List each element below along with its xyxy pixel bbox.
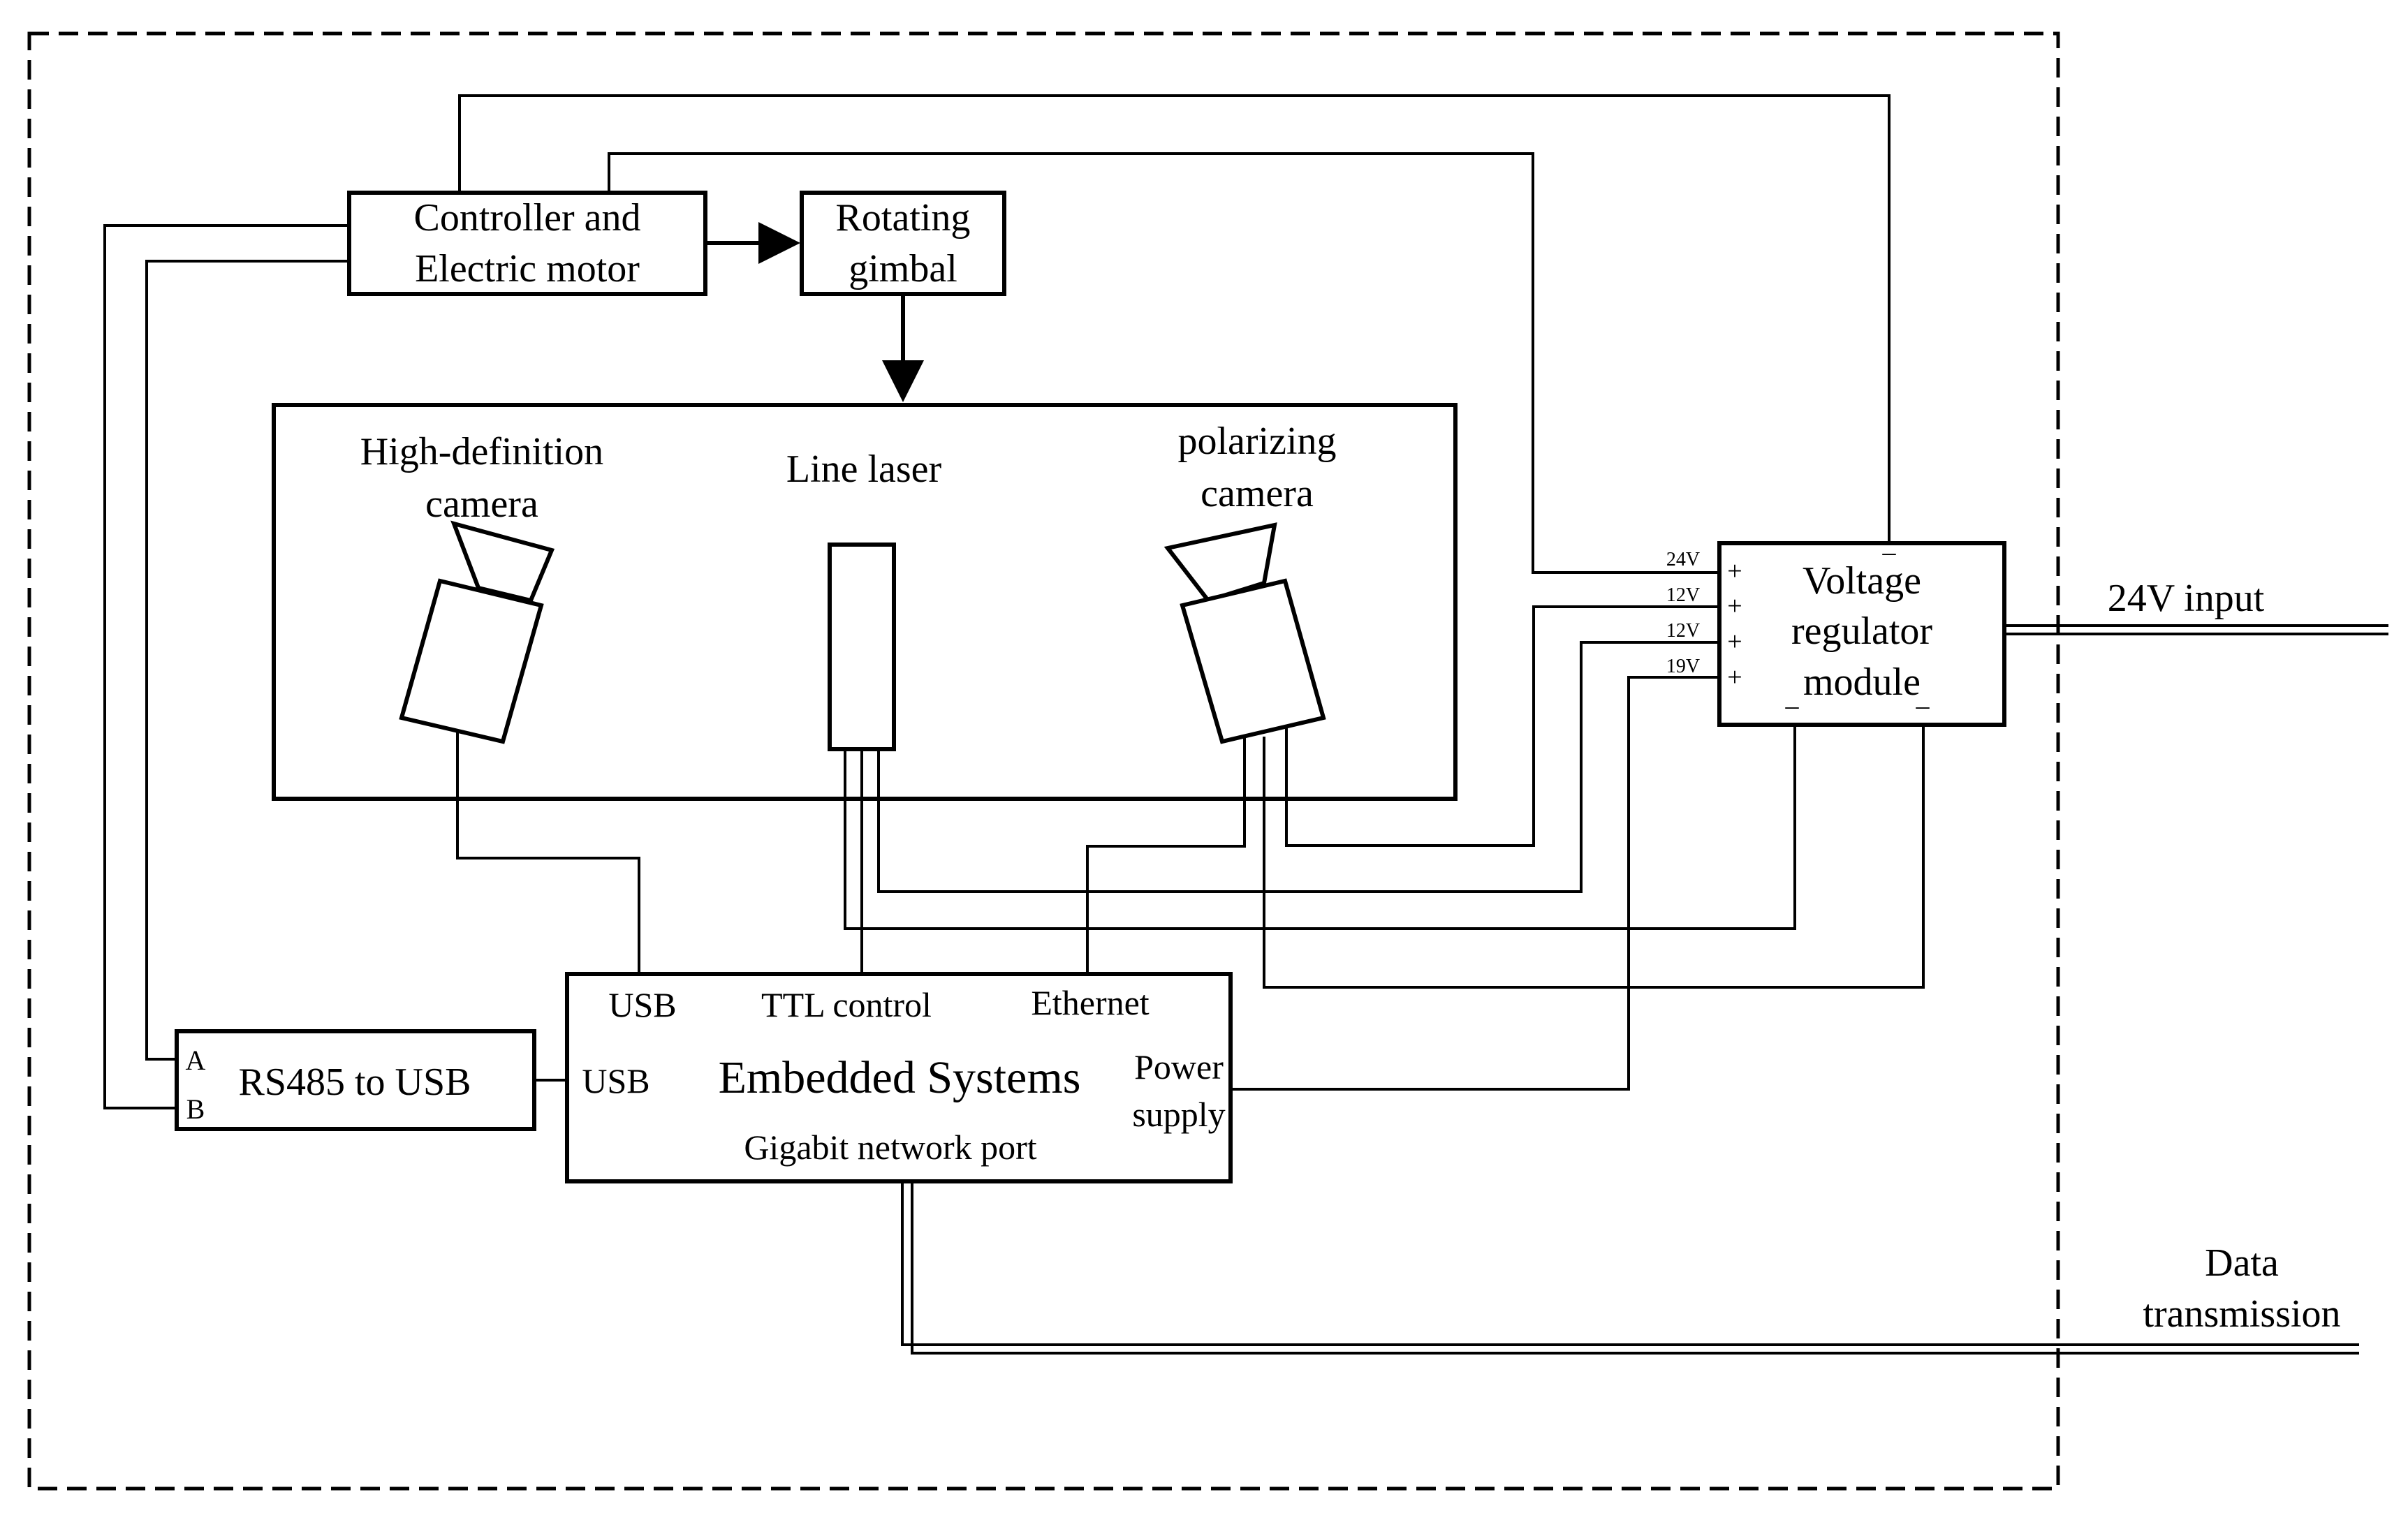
bus-data-transmission-a: [901, 1181, 2359, 1346]
output-sign-1: +: [1727, 556, 1742, 586]
gimbal-label-line2: gimbal: [849, 247, 957, 290]
controller-label-line1: Controller and: [413, 196, 640, 239]
wire-embedded-power-19v: [1231, 676, 1719, 1091]
wire-polarizing-camera-power-12v: [1285, 605, 1719, 847]
regulator-label-line2: regulator: [1791, 610, 1932, 653]
regulator-label-line1: Voltage: [1803, 559, 1921, 603]
controller-label-line2: Electric motor: [415, 247, 640, 290]
hd-camera-label-line2: camera: [425, 482, 538, 526]
embedded-title: Embedded Systems: [719, 1052, 1081, 1103]
output-voltage-19v: 19V: [1666, 656, 1700, 677]
wire-controller-to-rs485-a: [145, 260, 349, 1061]
wire-polarizing-camera-to-ethernet: [1086, 737, 1246, 974]
embedded-port-ttl: TTL control: [761, 985, 932, 1024]
polarizing-camera-label-line2: camera: [1201, 472, 1314, 515]
output-voltage-12v-a: 12V: [1666, 584, 1700, 606]
line-laser: Line laser: [786, 448, 942, 751]
embedded-port-ethernet: Ethernet: [1031, 983, 1149, 1022]
rs485-pin-b: B: [186, 1093, 205, 1125]
polarizing-camera: polarizing camera: [1163, 420, 1337, 744]
hd-camera-body-icon: [399, 578, 544, 744]
regulator-minus-bottom-right: _: [1916, 682, 1930, 711]
rs485-usb-block: A B RS485 to USB: [175, 1029, 536, 1131]
output-voltage-12v-b: 12V: [1666, 620, 1700, 642]
embedded-port-power-line2: supply: [1132, 1095, 1225, 1134]
controller-motor-block: Controller and Electric motor: [347, 191, 707, 296]
data-transmission-label-line2: transmission: [2143, 1292, 2340, 1336]
input-24v-label: 24V input: [2108, 577, 2265, 620]
wire-laser-ground: [844, 725, 1796, 930]
hd-camera-lens-icon: [450, 520, 555, 603]
embedded-port-usb-left: USB: [582, 1061, 649, 1100]
line-laser-icon: [828, 543, 896, 751]
line-laser-label: Line laser: [786, 448, 942, 491]
wire-laser-power-12v: [877, 641, 1719, 893]
wire-hd-camera-to-usb: [456, 730, 640, 974]
rs485-label: RS485 to USB: [239, 1061, 471, 1104]
wire-24v-to-controller: [608, 152, 1719, 574]
embedded-port-usb-top: USB: [608, 985, 676, 1024]
hd-camera-label-line1: High-definition: [360, 430, 603, 473]
wire-controller-to-rs485-b: [103, 224, 349, 1109]
sensor-platform: [272, 403, 1458, 801]
regulator-minus-bottom-left: _: [1785, 682, 1800, 711]
bus-data-transmission-b: [911, 1181, 2359, 1355]
rotating-gimbal-block: Rotating gimbal: [800, 191, 1006, 296]
polarizing-camera-label-line1: polarizing: [1177, 420, 1336, 463]
embedded-port-power-line1: Power: [1134, 1047, 1224, 1086]
embedded-port-gigabit: Gigabit network port: [744, 1128, 1036, 1167]
data-transmission-label-line1: Data: [2205, 1241, 2279, 1285]
voltage-regulator-block: Voltage regulator module _ _ _ 24V 12V 1…: [1666, 529, 2006, 727]
output-sign-4: +: [1727, 663, 1742, 692]
wire-regulator-minus-to-controller: [458, 94, 1891, 543]
output-sign-3: +: [1727, 627, 1742, 656]
hd-camera: High-definition camera: [360, 430, 603, 744]
system-boundary: [27, 31, 2060, 1491]
polarizing-camera-lens-icon: [1163, 522, 1277, 603]
polarizing-camera-body-icon: [1180, 578, 1326, 744]
gimbal-label-line1: Rotating: [836, 196, 971, 239]
embedded-systems-block: USB TTL control Ethernet USB Embedded Sy…: [565, 972, 1233, 1183]
output-voltage-24v: 24V: [1666, 549, 1700, 570]
output-sign-2: +: [1727, 591, 1742, 621]
regulator-label-line3: module: [1803, 661, 1921, 704]
wire-polarizing-camera-ground: [1263, 725, 1925, 989]
rs485-pin-a: A: [186, 1045, 206, 1076]
